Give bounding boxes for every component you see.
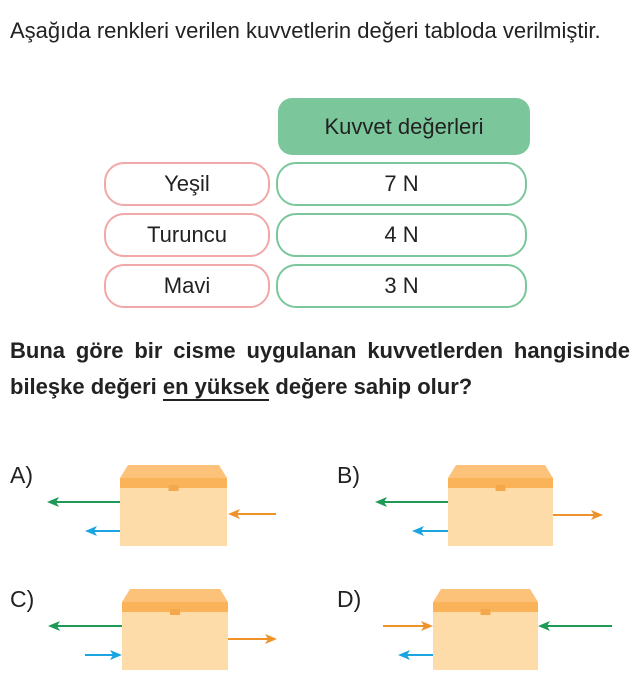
box-latch (480, 609, 491, 615)
box-lid (120, 465, 227, 478)
row-value-green: 7 N (276, 162, 527, 206)
box-band (120, 478, 227, 488)
b-blue-arrowhead-icon (412, 526, 424, 536)
row-value-orange: 4 N (276, 213, 527, 257)
a-green-arrowhead-icon (47, 497, 59, 507)
box-lid (433, 589, 538, 602)
c-orange-arrowhead-icon (265, 634, 277, 644)
c-blue-arrowhead-icon (110, 650, 122, 660)
box-lid (448, 465, 553, 478)
box-band (448, 478, 553, 488)
box-latch (168, 485, 179, 491)
b-green-arrowhead-icon (375, 497, 387, 507)
question-underlined: en yüksek (162, 374, 270, 401)
box-lid (122, 589, 228, 602)
b-orange-arrowhead-icon (591, 510, 603, 520)
a-blue-arrowhead-icon (85, 526, 97, 536)
question-part: Buna göre bir cisme uygulanan kuvvetlerd… (10, 338, 630, 399)
table-header: Kuvvet değerleri (278, 98, 530, 155)
row-color-green: Yeşil (104, 162, 270, 206)
question-part: değere sahip olur? (269, 374, 473, 399)
row-color-blue: Mavi (104, 264, 270, 308)
row-color-orange: Turuncu (104, 213, 270, 257)
d-blue-arrowhead-icon (398, 650, 410, 660)
box-latch (170, 609, 180, 615)
question-text: Buna göre bir cisme uygulanan kuvvetlerd… (10, 333, 630, 405)
box-latch (495, 485, 506, 491)
d-orange-arrowhead-icon (421, 621, 433, 631)
c-green-arrowhead-icon (48, 621, 60, 631)
option-b-label[interactable]: B) (337, 462, 360, 488)
row-value-blue: 3 N (276, 264, 527, 308)
box-band (122, 602, 228, 612)
a-orange-arrowhead-icon (228, 509, 240, 519)
option-d-label[interactable]: D) (337, 586, 362, 612)
option-c-label[interactable]: C) (10, 586, 35, 612)
box-band (433, 602, 538, 612)
option-a-label[interactable]: A) (10, 462, 33, 488)
d-green-arrowhead-icon (538, 621, 550, 631)
intro-text: Aşağıda renkleri verilen kuvvetlerin değ… (10, 18, 601, 43)
